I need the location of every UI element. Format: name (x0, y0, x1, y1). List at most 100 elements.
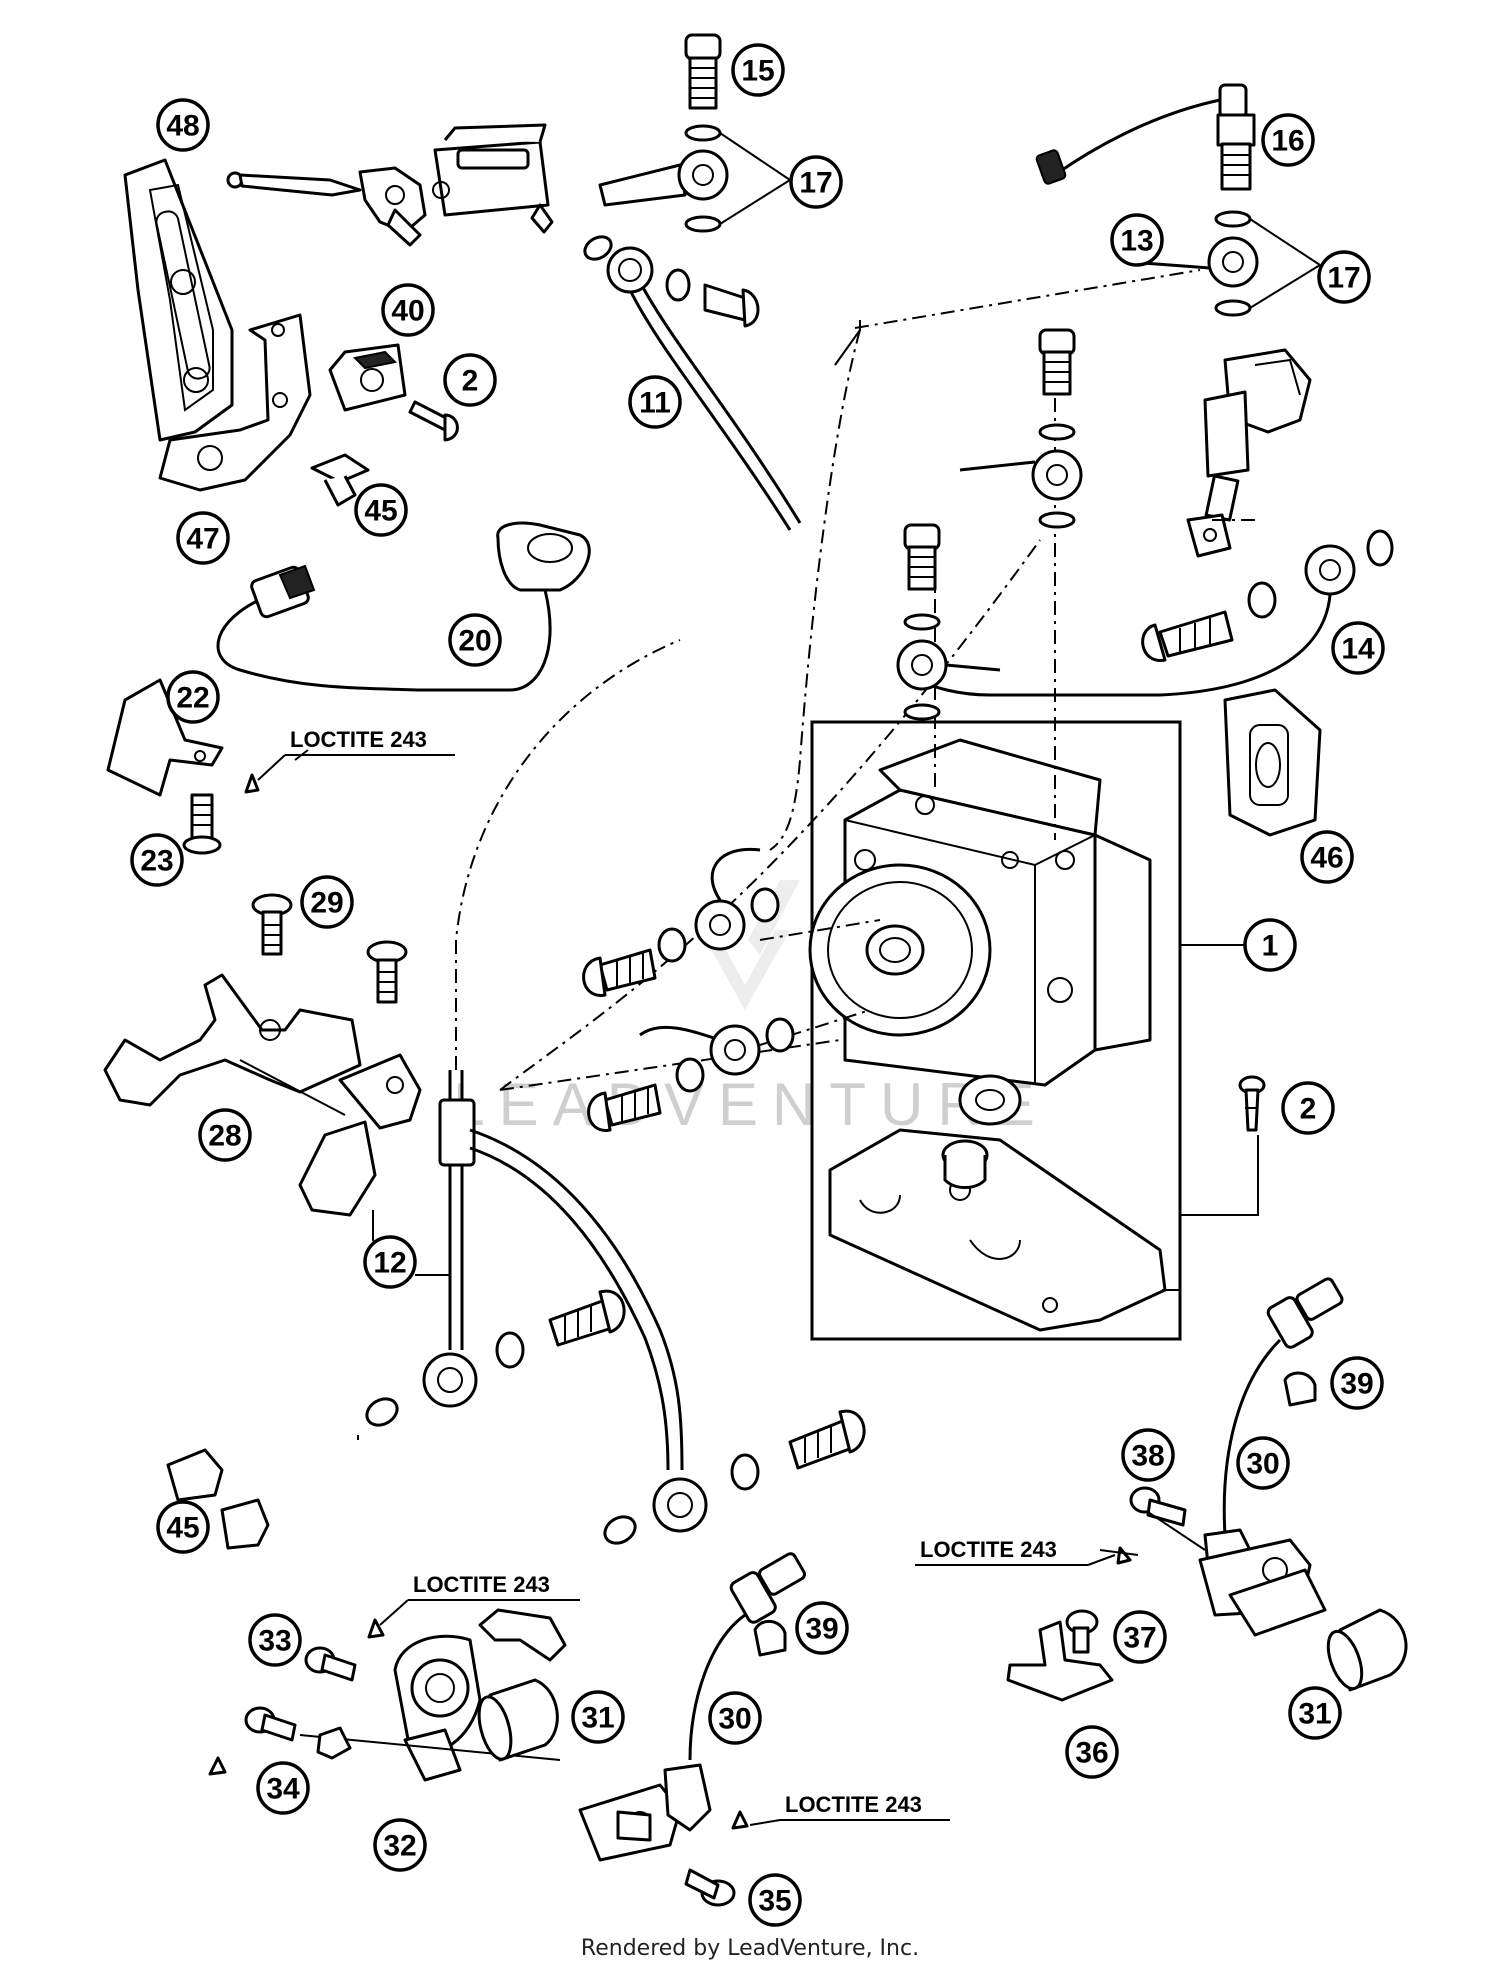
part-31-spacer-left (477, 1678, 559, 1762)
part-20-sensor-harness (216, 521, 591, 692)
svg-text:30: 30 (1246, 1448, 1279, 1481)
svg-text:1: 1 (1262, 930, 1279, 963)
part-48-heel-guard (123, 158, 234, 442)
loctite-note-4: LOCTITE 243 (749, 1792, 950, 1826)
callout-45: 45 (156, 1500, 210, 1554)
callout-20: 20 (448, 613, 502, 667)
hand-brake-lever-assembly (226, 123, 554, 247)
callout-38: 38 (1121, 1428, 1175, 1482)
callout-11: 11 (628, 375, 682, 429)
callout-30: 30 (708, 1691, 762, 1745)
part-34-nut (316, 1726, 352, 1760)
callout-31: 31 (571, 1690, 625, 1744)
callout-45: 45 (354, 483, 408, 537)
part-35-bolt (684, 1810, 749, 1907)
callout-36: 36 (1065, 1725, 1119, 1779)
part-31-spacer-right (1326, 1608, 1408, 1692)
callout-13: 13 (1110, 213, 1164, 267)
part-29-bolts (251, 893, 408, 1004)
modulator-banjo-stack-right (959, 328, 1083, 529)
part-12-brake-line (365, 639, 866, 1545)
svg-text:37: 37 (1123, 1622, 1156, 1655)
callout-12: 12 (363, 1235, 417, 1289)
part-39-clip-left (753, 1619, 787, 1657)
svg-text:13: 13 (1120, 225, 1153, 258)
svg-text:2: 2 (462, 365, 479, 398)
callout-32: 32 (373, 1818, 427, 1872)
loctite-note-1: LOCTITE 243 (257, 727, 455, 781)
callout-28: 28 (198, 1108, 252, 1162)
callout-34: 34 (256, 1761, 310, 1815)
svg-text:31: 31 (1298, 1698, 1331, 1731)
modulator-banjo-stack-left (896, 523, 1001, 721)
svg-text:2: 2 (1300, 1093, 1317, 1126)
svg-text:14: 14 (1341, 633, 1375, 666)
part-47-bracket (158, 313, 312, 492)
part-32-sensor-bracket-front (393, 1608, 567, 1782)
loctite-note-text: LOCTITE 243 (413, 1572, 550, 1597)
svg-text:36: 36 (1075, 1737, 1108, 1770)
callout-33: 33 (248, 1613, 302, 1667)
callout-29: 29 (300, 875, 354, 929)
svg-text:39: 39 (1340, 1368, 1373, 1401)
modulator-banjo-left-upper (582, 847, 780, 997)
part-23-bolt (182, 773, 260, 855)
loctite-note-text: LOCTITE 243 (920, 1537, 1057, 1562)
callout-40: 40 (381, 283, 435, 337)
svg-text:39: 39 (805, 1613, 838, 1646)
svg-text:45: 45 (166, 1512, 199, 1545)
part-45-clip-lower (166, 1448, 270, 1550)
part-36-sensor-bracket (1006, 1620, 1114, 1702)
callout-30: 30 (1236, 1436, 1290, 1490)
svg-text:23: 23 (140, 845, 173, 878)
callout-2: 2 (443, 353, 497, 407)
part-15-banjo-bolt (684, 33, 722, 110)
callout-22: 22 (166, 670, 220, 724)
part-11-brake-hose (583, 235, 802, 531)
part-1-abs-modulator (808, 720, 1182, 1341)
footer-credit: Rendered by LeadVenture, Inc. (581, 1936, 919, 1961)
part-30-rear-wheel-sensor (1198, 1277, 1344, 1637)
callout-1: 1 (1243, 918, 1297, 972)
part-14-brake-hose (909, 529, 1394, 697)
callout-15: 15 (731, 43, 785, 97)
svg-text:29: 29 (310, 887, 343, 920)
svg-text:17: 17 (799, 167, 832, 200)
svg-text:12: 12 (373, 1247, 406, 1280)
callout-17: 17 (789, 155, 843, 209)
rear-master-cylinder (1186, 348, 1312, 558)
callout-23: 23 (130, 833, 184, 887)
svg-text:15: 15 (741, 55, 774, 88)
part-46-rubber-boot (1223, 688, 1322, 837)
callout-16: 16 (1261, 113, 1315, 167)
part-16-pressure-switch (1035, 83, 1256, 191)
part-38-bolt (1116, 1486, 1187, 1565)
callout-46: 46 (1300, 830, 1354, 884)
modulator-banjo-left-lower (587, 1017, 795, 1132)
loctite-note-text: LOCTITE 243 (290, 727, 427, 752)
svg-text:11: 11 (639, 387, 671, 420)
loctite-note-2: LOCTITE 243 (915, 1537, 1116, 1566)
svg-text:20: 20 (458, 625, 491, 658)
svg-text:33: 33 (258, 1625, 291, 1658)
svg-text:30: 30 (718, 1703, 751, 1736)
svg-text:45: 45 (364, 495, 397, 528)
loctite-note-text: LOCTITE 243 (785, 1792, 922, 1817)
part-28-mounting-bracket (103, 973, 422, 1217)
part-17-sealing-washers-upper (598, 124, 791, 233)
part-2-bolt-upper (408, 400, 459, 442)
loctite-note-3: LOCTITE 243 (379, 1572, 580, 1626)
callout-37: 37 (1113, 1610, 1167, 1664)
callout-31: 31 (1288, 1686, 1342, 1740)
svg-text:32: 32 (383, 1830, 416, 1863)
part-45-clip-upper (310, 453, 370, 507)
svg-text:34: 34 (266, 1773, 300, 1806)
callout-39: 39 (795, 1601, 849, 1655)
part-13-brake-line (854, 210, 1321, 329)
part-40-clamp (328, 343, 407, 412)
svg-text:17: 17 (1327, 262, 1360, 295)
callout-14: 14 (1331, 621, 1385, 675)
callout-17: 17 (1317, 250, 1371, 304)
callout-48: 48 (156, 98, 210, 152)
